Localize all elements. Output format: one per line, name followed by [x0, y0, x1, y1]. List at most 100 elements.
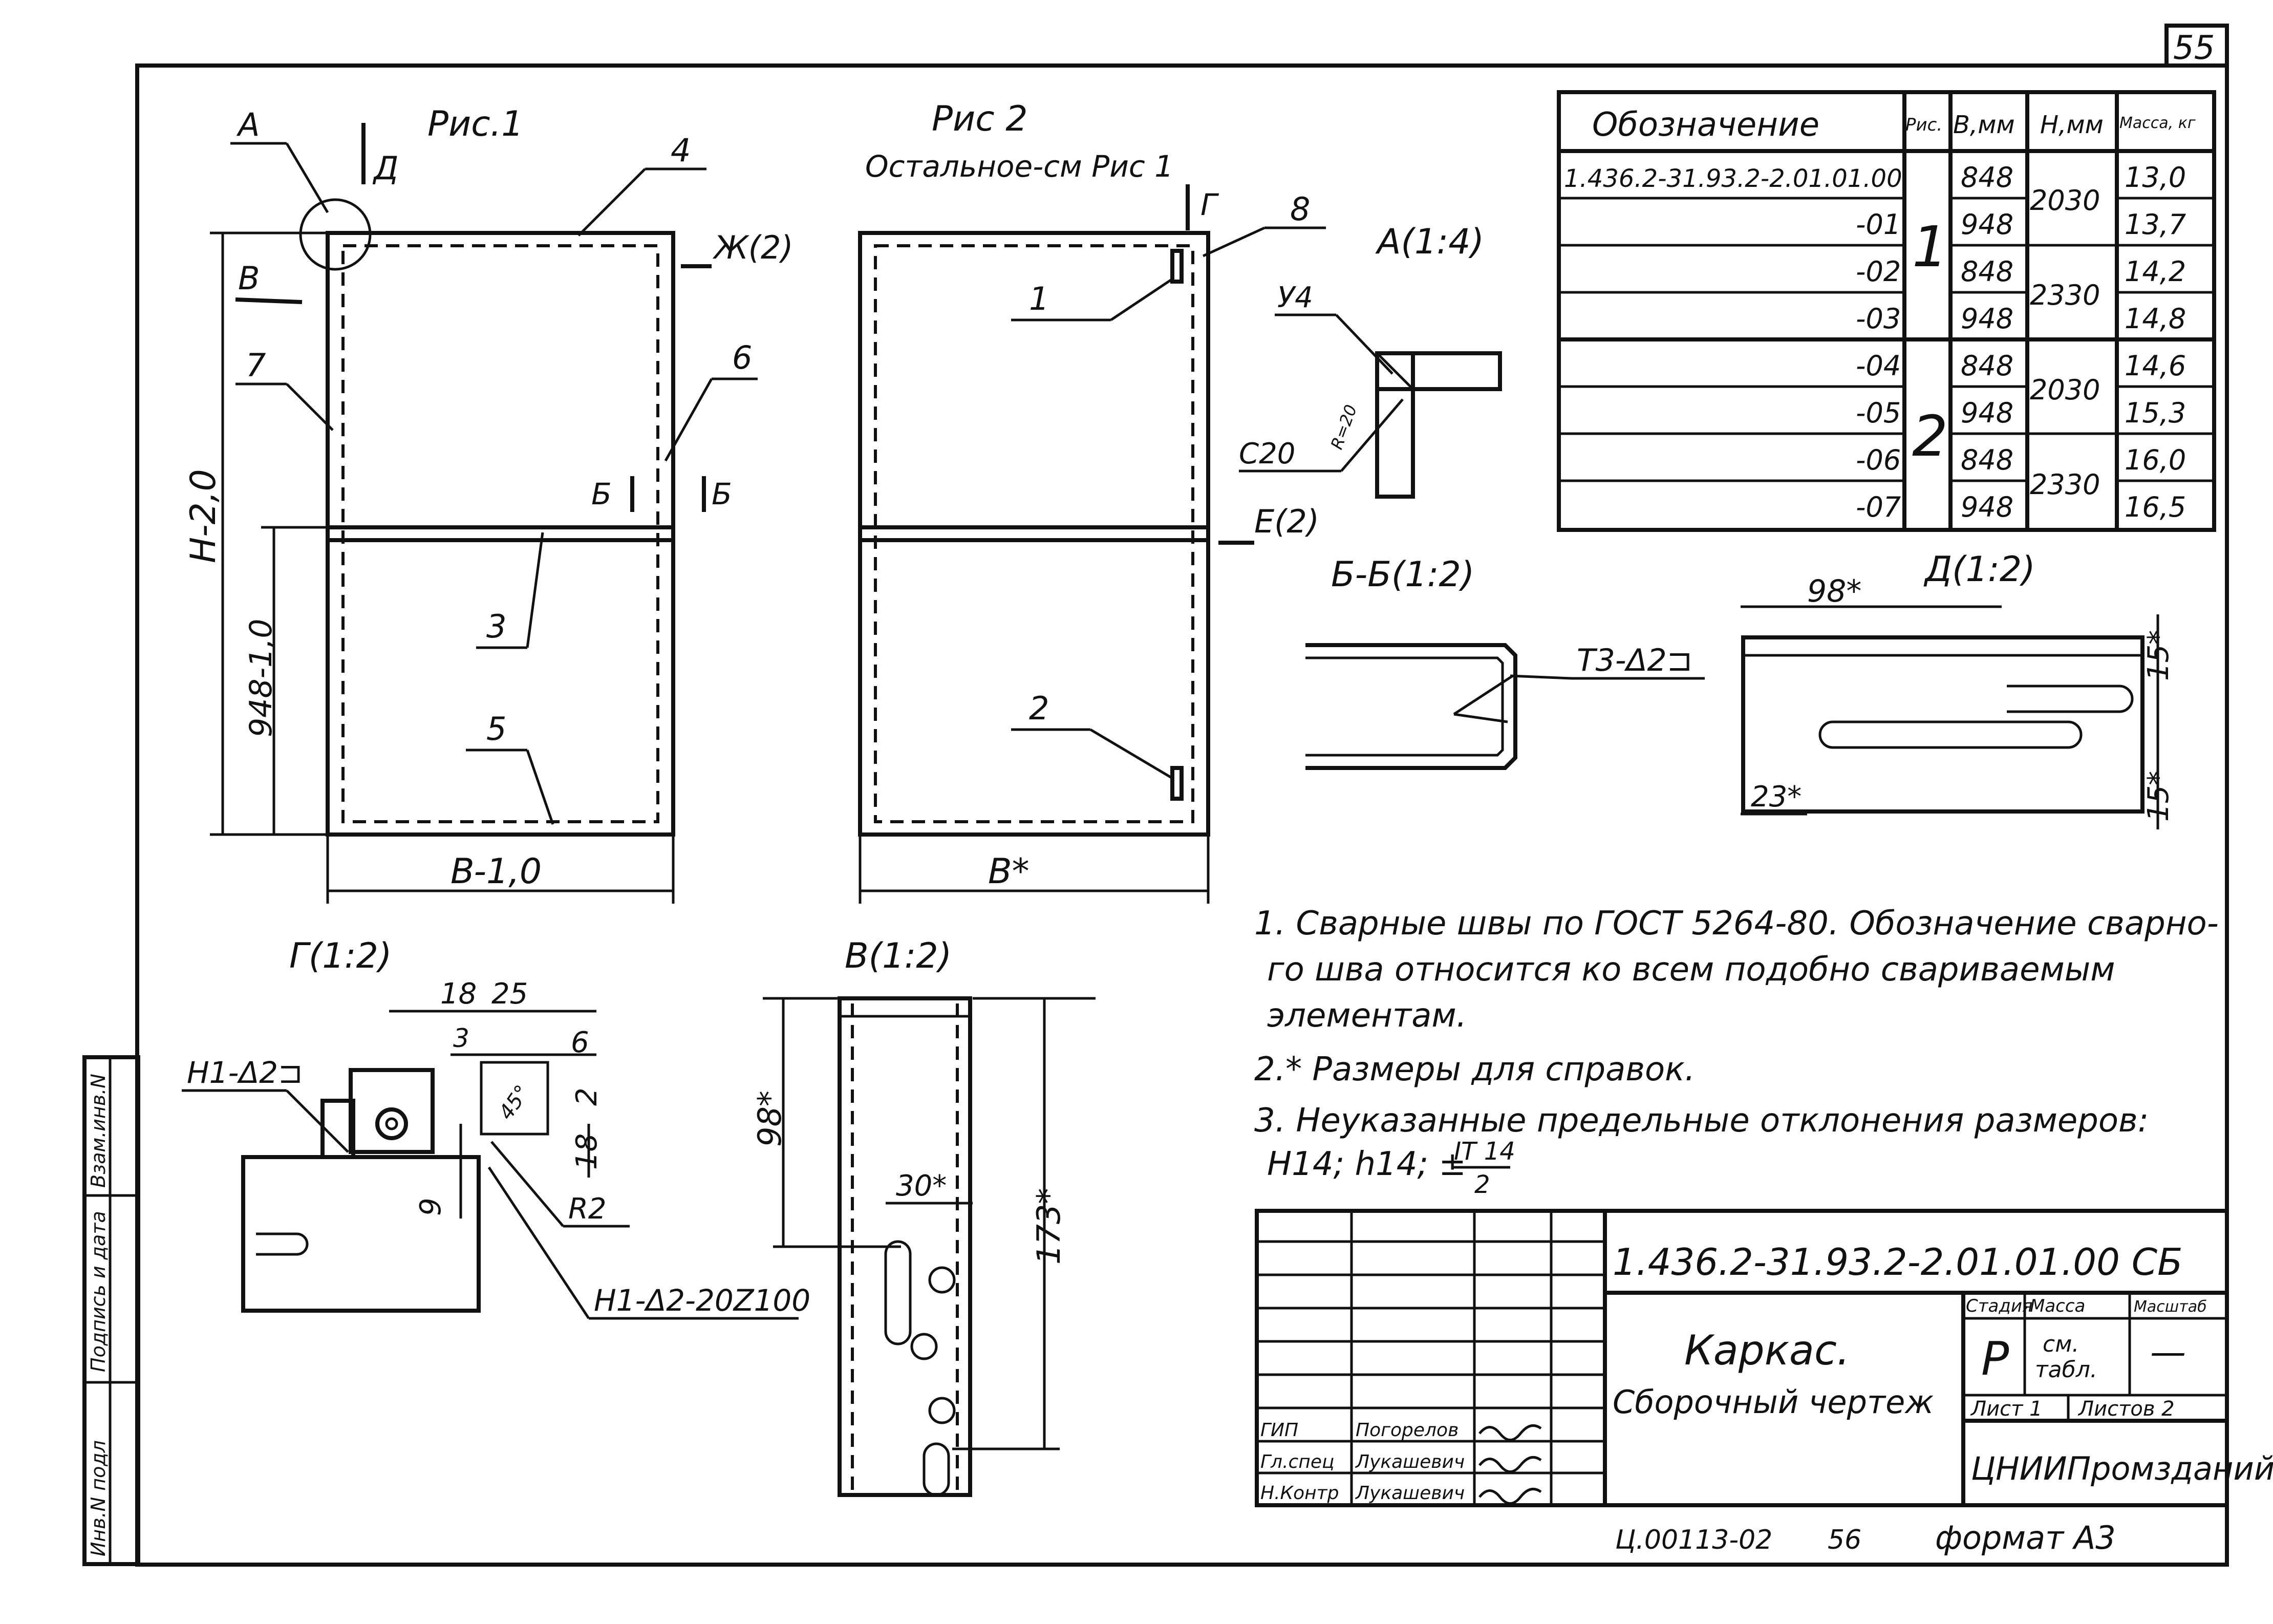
table-cell: 14,8	[2125, 303, 2186, 335]
dim-g18b: 18	[570, 1134, 604, 1170]
leader-a-line2	[285, 142, 329, 213]
table-cell: 848	[1961, 444, 2013, 476]
detail-v-slot2	[923, 1442, 950, 1497]
tb-mass2: табл.	[2035, 1357, 2097, 1383]
detail-g-weld1-line2	[286, 1089, 349, 1153]
note-line: го шва относится ко всем подобно сварива…	[1267, 951, 2115, 989]
detail-v-title: В(1:2)	[845, 936, 952, 976]
tb-role: Гл.спец	[1260, 1451, 1335, 1472]
leader-a: А	[236, 106, 260, 143]
table-header: Масса, кг	[2119, 114, 2196, 132]
leader-2-line2	[1089, 728, 1173, 780]
tb-subname: Сборочный чертеж	[1613, 1383, 1934, 1421]
table-cell: 948	[1961, 397, 2013, 429]
detail-g: Г(1:2) Н1-Δ2⊐ 18 25 3 6 45° 2 18 9 R2 Н1…	[182, 936, 810, 1320]
detail-bb-weld-line2	[1510, 674, 1572, 680]
fig2-frame-inner	[874, 244, 1194, 823]
detail-a-miter	[1376, 352, 1414, 390]
table-cell: 848	[1961, 255, 2013, 288]
dim-v173: 173*	[1030, 1188, 1067, 1265]
dim-g18: 18	[440, 977, 477, 1011]
leader-5-line2	[526, 750, 554, 825]
detail-v-hole2	[910, 1333, 938, 1360]
table-cell: 948	[1961, 303, 2013, 335]
fig2-title: Рис 2	[932, 99, 1027, 139]
fig1-frame-outer	[326, 231, 675, 837]
detail-bb: Б-Б(1:2) Т3-Δ2⊐	[1305, 554, 1705, 770]
detail-g-clip	[480, 1061, 549, 1136]
detail-a-weld1: У4	[1277, 281, 1313, 314]
dim-v30: 30*	[896, 1169, 947, 1203]
leader-v: В	[238, 260, 260, 297]
note-line: 3. Неуказанные предельные отклонения раз…	[1254, 1102, 2149, 1140]
leader-2: 2	[1029, 690, 1049, 727]
note-line: элементам.	[1267, 997, 1467, 1035]
dim-bstar: B*	[988, 851, 1030, 892]
leader-b2: Б	[712, 477, 732, 511]
detail-a-corner-v	[1375, 351, 1415, 499]
leader-3-line2	[526, 532, 544, 648]
leader-e: Е(2)	[1254, 503, 1319, 540]
note-line: 2.* Размеры для справок.	[1254, 1051, 1695, 1088]
tb-stage-label: Стадия	[1966, 1296, 2032, 1316]
tb-name: Каркас.	[1684, 1327, 1850, 1374]
footer-id: Ц.00113-02	[1615, 1525, 1772, 1555]
detail-g-plate	[349, 1068, 435, 1154]
detail-g-profile	[241, 1155, 481, 1313]
leader-d: Д	[372, 149, 398, 187]
detail-g-weld1: Н1-Δ2⊐	[187, 1055, 303, 1090]
table-cell: 1.436.2-31.93.2-2.01.01.00	[1564, 164, 1902, 193]
fig1-title: Рис.1	[427, 104, 523, 144]
detail-d-slot1	[2007, 685, 2134, 713]
table-cell: 2030	[2030, 374, 2100, 406]
title-block: 1.436.2-31.93.2-2.01.01.00 СБ Каркас. Сб…	[1255, 1209, 2273, 1507]
tb-code: 1.436.2-31.93.2-2.01.01.00 СБ	[1613, 1241, 2182, 1284]
detail-a: А(1:4) У4 С20 R=20	[1239, 222, 1502, 499]
leader-g: Г	[1200, 187, 1219, 222]
spec-table: Обозначение Рис. B,мм H,мм Масса, кг 1.4…	[1557, 90, 2216, 532]
detail-bb-profile-inner	[1305, 656, 1504, 757]
tb-scale-label: Масштаб	[2134, 1298, 2207, 1316]
detail-a-corner-h	[1375, 351, 1502, 391]
side-stamp-label: Подпись и дата	[87, 1211, 110, 1372]
fig2-subtitle: Остальное-см Рис 1	[865, 149, 1173, 184]
leader-8-line2	[1202, 226, 1266, 258]
leader-4-line2	[577, 168, 646, 237]
part-2-bracket	[1170, 766, 1184, 801]
note-frac-den: 2	[1474, 1170, 1490, 1199]
table-cell: 2330	[2030, 468, 2100, 501]
leader-7-line2	[286, 383, 334, 431]
tb-person: Погорелов	[1356, 1420, 1459, 1441]
table-cell: 14,6	[2125, 350, 2186, 382]
tb-stage: Р	[1981, 1332, 2009, 1386]
side-stamp-label: Инв.N подл	[87, 1440, 110, 1556]
table-cell: 948	[1961, 208, 2013, 241]
detail-a-title: А(1:4)	[1375, 222, 1484, 262]
tb-person: Лукашевич	[1355, 1451, 1465, 1472]
table-cell: -01	[1856, 208, 1901, 241]
leader-6: 6	[732, 339, 752, 376]
detail-g-hole	[375, 1107, 408, 1140]
table-cell: 13,7	[2125, 208, 2186, 241]
arrow-v	[235, 297, 303, 304]
detail-v-slot1	[884, 1240, 912, 1345]
tb-sheet: Лист 1	[1970, 1397, 2043, 1421]
side-stamp-label: Взам.инв.N	[87, 1074, 110, 1188]
title-block-border	[1255, 1209, 2229, 1507]
detail-d-slot2	[1818, 720, 2083, 749]
footer-num: 56	[1828, 1525, 1861, 1555]
tb-mass: см.	[2043, 1331, 2079, 1357]
table-fig: 1	[1912, 214, 1948, 280]
tb-role: ГИП	[1260, 1420, 1298, 1441]
detail-d: Д(1:2) 98* 15* 15* 23*	[1741, 549, 2175, 829]
table-cell: 848	[1961, 350, 2013, 382]
dim-r2: R2	[568, 1192, 607, 1226]
fig1: Рис.1 А Д В 4 Ж(2) 7 6 Б Б 3 5	[183, 104, 794, 904]
table-cell: 848	[1961, 161, 2013, 194]
fig2: Рис 2 Остальное-см Рис 1 Г 8 1 2 Е(2) B*	[858, 99, 1326, 904]
leader-4: 4	[671, 132, 691, 169]
dim-g3: 3	[453, 1023, 469, 1053]
detail-a-circle	[299, 198, 372, 271]
detail-g-weld2-line2	[487, 1166, 590, 1319]
